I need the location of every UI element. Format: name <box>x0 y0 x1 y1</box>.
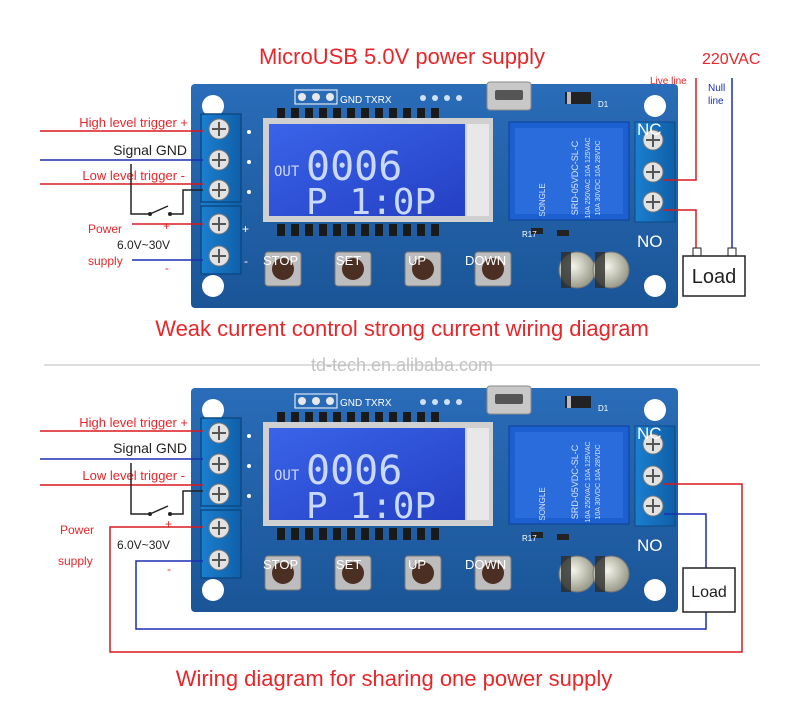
bottom-diagram: GND TXRX D1 R17 NC NO STOP SET UP DOWN O… <box>40 385 743 691</box>
supply-label-b: supply <box>58 554 93 568</box>
relay-model: SRD-05VDC-SL-C <box>570 140 580 215</box>
relay-to-load-wire-b <box>664 513 707 568</box>
r17-label-b: R17 <box>522 534 537 543</box>
d1-label: D1 <box>598 100 609 109</box>
power-plus: + <box>163 219 170 233</box>
nc-label-b: NC <box>637 424 662 443</box>
r17-label: R17 <box>522 230 537 239</box>
relay-to-load-wire <box>664 209 697 250</box>
no-label-b: NO <box>637 536 663 555</box>
relay-rating-1-b: 10A 250VAC 10A 125VAC <box>585 441 592 522</box>
relay-model-b: SRD-05VDC-SL-C <box>570 444 580 519</box>
button-stop-label: STOP <box>263 253 298 268</box>
live-line-label: Live line <box>650 76 687 87</box>
no-label: NO <box>637 232 663 251</box>
bottom-caption: Wiring diagram for sharing one power sup… <box>176 666 613 691</box>
top-title: MicroUSB 5.0V power supply <box>259 44 545 69</box>
relay-rating-1: 10A 250VAC 10A 125VAC <box>585 137 592 218</box>
button-stop-label-b: STOP <box>263 557 298 572</box>
power-label-b: Power <box>60 523 94 537</box>
button-up-label-b: UP <box>408 557 426 572</box>
shared-positive-wire <box>109 483 743 653</box>
power-label: Power <box>88 222 122 236</box>
load-label-bottom: Load <box>691 584 727 601</box>
signal-gnd-label: Signal GND <box>113 142 187 158</box>
ac-voltage-label: 220VAC <box>702 51 760 68</box>
switch-symbol <box>149 205 169 215</box>
supply-label: supply <box>88 254 123 268</box>
button-set-label: SET <box>336 253 361 268</box>
top-diagram: MicroUSB 5.0V power supply GND TXRX D1 R… <box>40 44 760 341</box>
d1-label-b: D1 <box>598 404 609 413</box>
power-minus-b: - <box>167 562 171 576</box>
button-down-label: DOWN <box>465 253 506 268</box>
null-line-label-1: Null <box>708 83 725 94</box>
low-trigger-label: Low level trigger - <box>82 168 185 183</box>
relay-brand-b: SONGLE <box>538 487 547 520</box>
high-trigger-label: High level trigger + <box>79 115 188 130</box>
lcd-mode-b: P 1:0P <box>306 486 436 527</box>
null-line-label-2: line <box>708 96 724 107</box>
nc-label: NC <box>637 120 662 139</box>
button-up-label: UP <box>408 253 426 268</box>
power-plus-b: + <box>165 517 172 531</box>
load-box-bottom <box>682 567 736 613</box>
live-wire <box>664 78 697 181</box>
header-label-b: GND TXRX <box>340 398 392 409</box>
lcd-mode: P 1:0P <box>306 182 436 223</box>
relay-brand: SONGLE <box>538 183 547 216</box>
load-label-top: Load <box>692 266 737 288</box>
lcd-digits-b: 0006 <box>306 448 402 494</box>
relay-rating-2-b: 10A 30VDC 10A 28VDC <box>595 444 602 519</box>
button-set-label-b: SET <box>336 557 361 572</box>
minus-silk: - <box>244 254 248 268</box>
low-trigger-label-b: Low level trigger - <box>82 468 185 483</box>
lcd-out-label-b: OUT <box>274 468 300 484</box>
switch-wire-b <box>130 463 203 515</box>
header-label: GND TXRX <box>340 95 392 106</box>
high-trigger-label-b: High level trigger + <box>79 415 188 430</box>
lcd-digits: 0006 <box>306 144 402 190</box>
load-box-top <box>682 255 746 297</box>
button-down-label-b: DOWN <box>465 557 506 572</box>
shared-negative-wire <box>135 560 707 630</box>
relay-rating-2: 10A 30VDC 10A 28VDC <box>595 140 602 215</box>
watermark: td-tech.en.alibaba.com <box>311 355 493 375</box>
voltage-label-b: 6.0V~30V <box>117 538 170 552</box>
voltage-label: 6.0V~30V <box>117 238 170 252</box>
switch-symbol-b <box>149 505 169 515</box>
top-caption: Weak current control strong current wiri… <box>155 316 649 341</box>
lcd-out-label: OUT <box>274 164 300 180</box>
power-minus: - <box>165 261 169 275</box>
signal-gnd-label-b: Signal GND <box>113 440 187 456</box>
switch-wire <box>130 164 203 215</box>
plus-silk: + <box>242 222 249 236</box>
